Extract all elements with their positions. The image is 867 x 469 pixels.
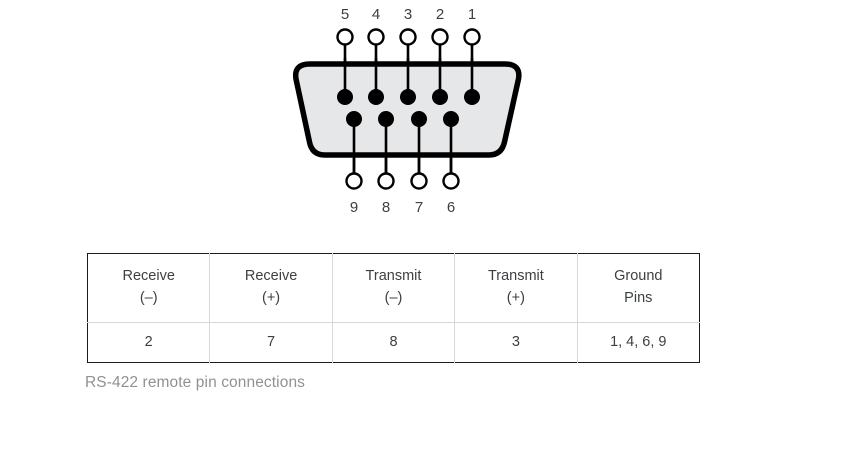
top-callout-circles [336,28,481,46]
cell-ground-pins: 1, 4, 6, 9 [576,322,700,363]
table-header-cell-transmit-minus: Transmit (–) [331,253,456,323]
top-pin-number-3: 3 [404,6,412,23]
leader-line-overlays [343,58,474,174]
top-pin-number-5: 5 [341,6,349,23]
callout-circle-9 [345,172,363,190]
header-line-1: Transmit [365,268,422,284]
callout-circle-4 [367,28,385,46]
callout-circle-3 [399,28,417,46]
bottom-pin-number-9: 9 [350,199,358,216]
top-pin-number-labels: 5 4 3 2 1 [341,6,476,23]
cell-transmit-minus-pin: 8 [331,322,456,363]
connector-diagram: 5 4 3 2 1 9 8 7 6 [0,0,867,230]
header-line-1: Receive [122,268,175,284]
bottom-pin-number-6: 6 [447,199,455,216]
header-line-2: (–) [384,290,403,307]
top-pin-number-2: 2 [436,6,444,23]
header-line-2: (+) [506,290,525,307]
callout-circle-7 [410,172,428,190]
header-line-2: Pins [624,290,653,307]
top-pin-number-4: 4 [372,6,380,23]
table-header-cell-receive-minus: Receive (–) [87,253,211,323]
bottom-pin-number-8: 8 [382,199,390,216]
header-line-2: (–) [139,290,158,307]
cell-receive-plus-pin: 7 [209,322,333,363]
table-header-cell-transmit-plus: Transmit (+) [454,253,578,323]
cell-transmit-plus-pin: 3 [454,322,578,363]
callout-circle-2 [431,28,449,46]
cell-receive-minus-pin: 2 [87,322,211,363]
callout-circle-5 [336,28,354,46]
top-pin-number-1: 1 [468,6,476,23]
table-header-row: Receive (–) Receive (+) Transmit (–) Tra… [87,253,700,323]
table-header-cell-ground-pins: Ground Pins [576,253,700,323]
callout-circle-8 [377,172,395,190]
figure-caption: RS-422 remote pin connections [85,374,306,391]
header-line-1: Receive [244,268,298,284]
header-line-1: Ground [614,268,663,284]
table-header-cell-receive-plus: Receive (+) [209,253,333,323]
connector-shell [292,61,522,158]
rs422-pin-connections-table: Receive (–) Receive (+) Transmit (–) Tra… [87,253,700,364]
bottom-pin-number-labels: 9 8 7 6 [350,199,455,216]
bottom-pin-number-7: 7 [415,199,423,216]
table-body: 2 7 8 3 1, 4, 6, 9 [87,322,700,363]
callout-circle-1 [463,28,481,46]
callout-circle-6 [442,172,460,190]
table-row: 2 7 8 3 1, 4, 6, 9 [87,322,700,363]
header-line-2: (+) [262,290,281,307]
table-header: Receive (–) Receive (+) Transmit (–) Tra… [87,253,700,323]
bottom-callout-circles [345,172,460,190]
header-line-1: Transmit [487,268,544,284]
